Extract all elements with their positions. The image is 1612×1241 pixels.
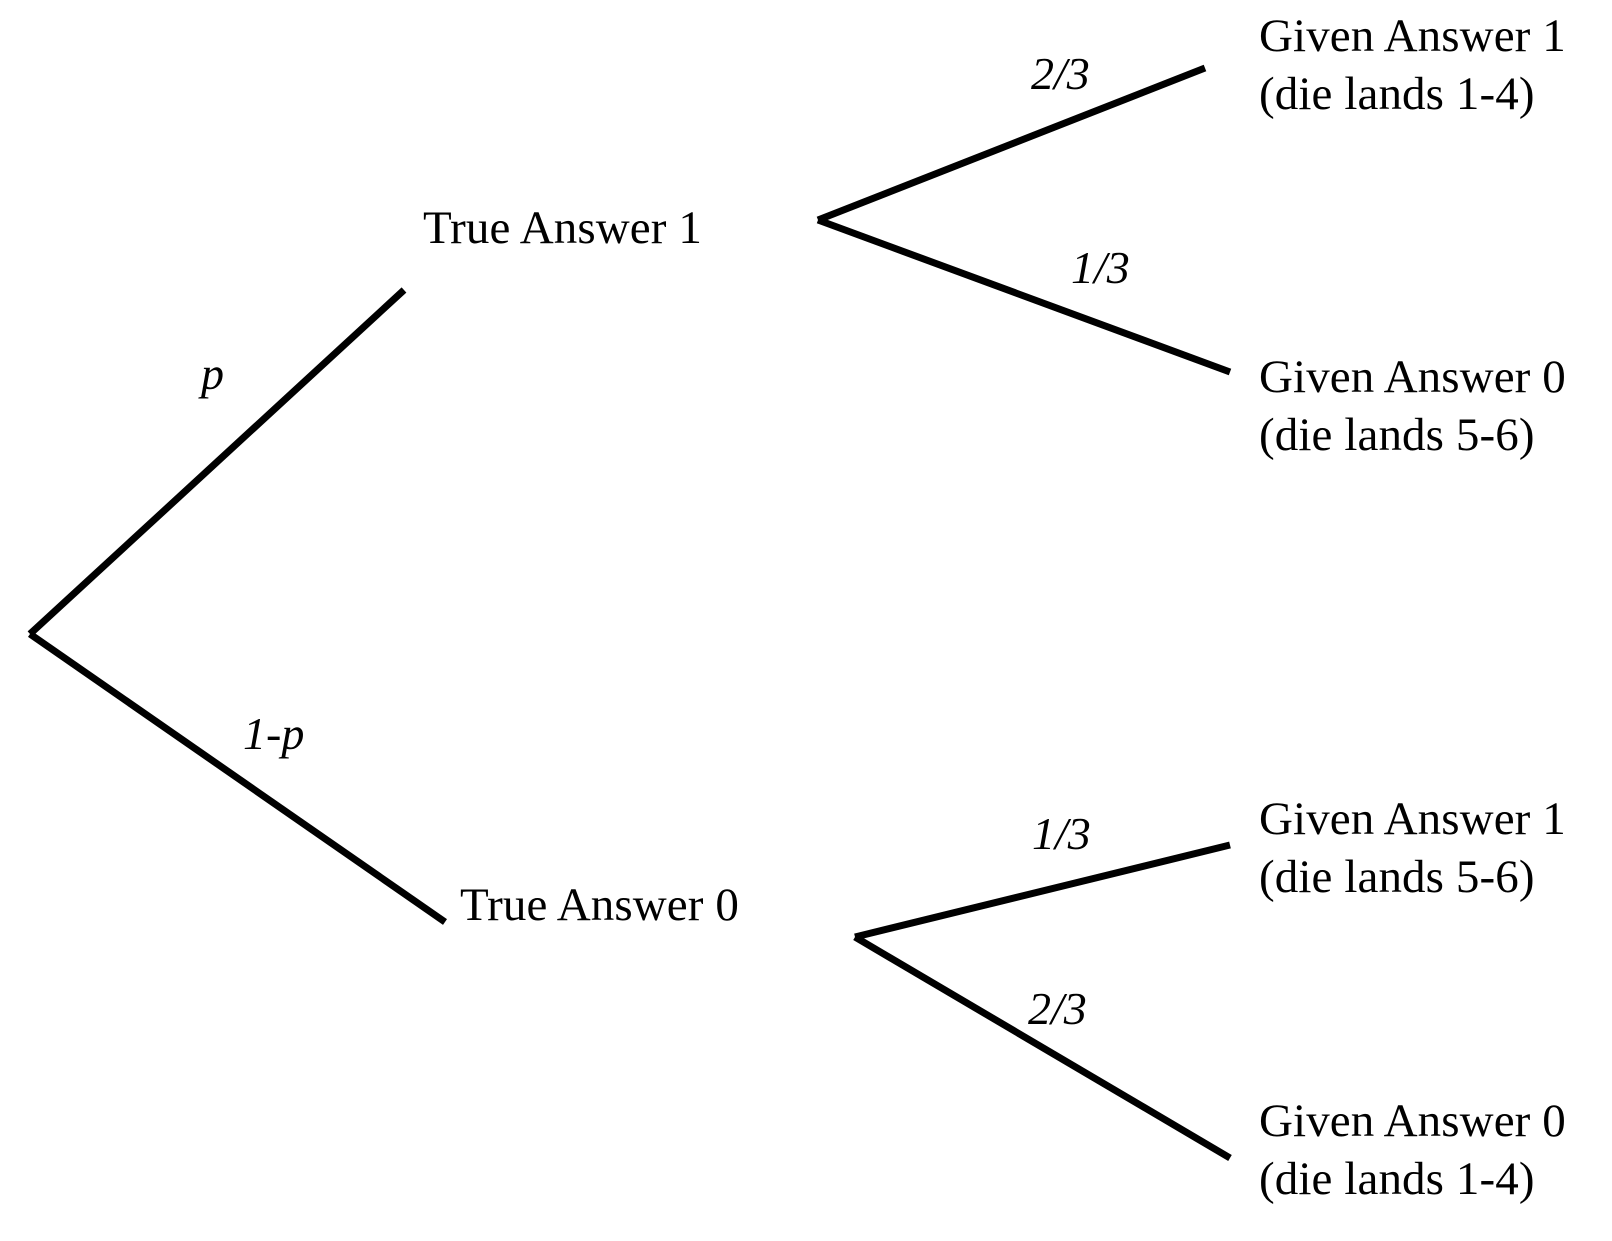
- edge-root-to-true-answer-1: [27, 287, 407, 637]
- edge-true0-to-given-answer-0: [853, 933, 1232, 1162]
- leaf-line-secondary: (die lands 5-6): [1259, 409, 1535, 461]
- edge-label-one-third-true0-given1: 1/3: [1032, 808, 1091, 859]
- edge-label-one-minus-p: 1-p: [243, 708, 305, 759]
- leaf-line-primary: Given Answer 0: [1259, 1095, 1566, 1147]
- leaf-line-primary: Given Answer 0: [1259, 351, 1566, 403]
- edge-label-p: p: [201, 348, 224, 399]
- edge-label-two-thirds-true0-given0: 2/3: [1028, 983, 1087, 1034]
- leaf-true0-given-answer-0: Given Answer 0 (die lands 1-4): [1259, 1092, 1566, 1208]
- node-true-answer-0: True Answer 0: [460, 879, 739, 931]
- edge-label-two-thirds-true1-given1: 2/3: [1031, 48, 1090, 99]
- edge-true0-to-given-answer-1: [854, 841, 1231, 941]
- edge-root-to-true-answer-0: [28, 631, 447, 925]
- edge-true1-to-given-answer-1: [816, 64, 1207, 224]
- leaf-true1-given-answer-0: Given Answer 0 (die lands 5-6): [1259, 348, 1566, 464]
- node-true-answer-1: True Answer 1: [423, 202, 702, 254]
- leaf-true0-given-answer-1: Given Answer 1 (die lands 5-6): [1259, 790, 1566, 906]
- edge-label-one-third-true1-given0: 1/3: [1071, 242, 1130, 293]
- edge-true1-to-given-answer-0: [816, 216, 1232, 376]
- leaf-true1-given-answer-1: Given Answer 1 (die lands 1-4): [1259, 7, 1566, 123]
- leaf-line-primary: Given Answer 1: [1259, 793, 1566, 845]
- leaf-line-secondary: (die lands 1-4): [1259, 1153, 1535, 1205]
- leaf-line-primary: Given Answer 1: [1259, 10, 1566, 62]
- leaf-line-secondary: (die lands 5-6): [1259, 851, 1535, 903]
- leaf-line-secondary: (die lands 1-4): [1259, 68, 1535, 120]
